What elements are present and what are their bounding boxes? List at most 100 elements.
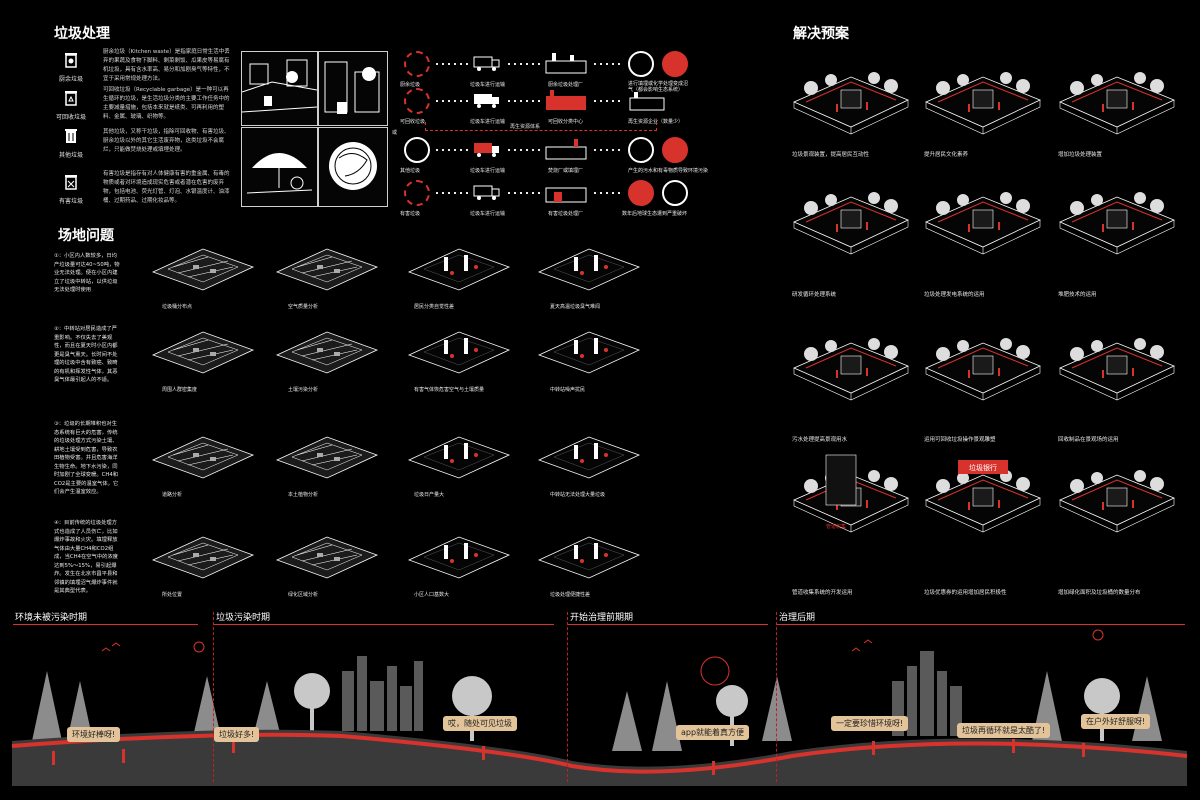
site-diagram <box>148 237 258 295</box>
flow-dots <box>506 192 540 194</box>
category-text-kitchen: 厨余垃圾（Kitchen waste）是指家庭日常生活中丢弃的果蔬及食物下脚料、… <box>103 49 230 82</box>
other-bin-icon <box>65 129 77 143</box>
site-section-title: 场地问题 <box>58 228 114 244</box>
solution-label: 提升居民文化素养 <box>924 152 969 158</box>
flow-transport-label: 垃圾车进行运输 <box>470 119 506 125</box>
timeline-panel <box>11 611 1188 786</box>
recycle-center-icon <box>546 90 586 110</box>
flow-dots <box>434 192 468 194</box>
site-diagram <box>534 525 644 583</box>
waste-section-title: 垃圾处理 <box>54 26 110 42</box>
hazard-flow-icon <box>404 180 430 206</box>
truck-icon <box>474 143 499 157</box>
site-diagram-label: 空气质量分析 <box>288 304 319 310</box>
phase-bar <box>214 624 554 625</box>
solution-label: 垃圾处理发电系统的运用 <box>924 292 985 298</box>
flow-plant-label: 有害垃圾处理厂 <box>548 211 584 217</box>
sun-icon <box>1092 629 1104 641</box>
solution-sign: 垃圾银行 <box>969 463 997 472</box>
problem-text-4: ④：目前传统的垃圾处理方式也造成了人员伤亡，比如爆炸事故和火灾。填埋释放气体由大… <box>54 520 119 594</box>
incinerator-icon <box>545 139 587 160</box>
solution-illustration <box>1052 172 1182 257</box>
site-diagram-label: 道路分析 <box>162 492 183 498</box>
phase-divider <box>567 612 568 782</box>
site-diagram-label: 有害气体恢危害空气与土壤质量 <box>414 387 485 393</box>
result-icon <box>628 51 654 77</box>
speech-bubble: 一定要珍惜环境呀! <box>831 716 909 731</box>
factory-icon <box>545 53 587 74</box>
flow-plant-label: 焚烧厂或填埋厂 <box>548 168 584 174</box>
site-diagram-label: 绿化区域分析 <box>288 592 319 598</box>
category-other: 其他垃圾 <box>56 126 86 159</box>
flow-dots <box>506 100 540 102</box>
site-diagram-label: 中转站噪声扰民 <box>550 387 586 393</box>
enterprise-icon <box>629 92 665 111</box>
speech-bubble: 哎，随处可见垃圾 <box>443 716 517 731</box>
site-diagram <box>148 425 258 483</box>
site-diagram-label: 垃圾日产量大 <box>414 492 445 498</box>
solution-label: 增加绿化面积及垃圾桶的数量分布 <box>1058 590 1141 596</box>
recycle-bin-icon <box>65 91 77 106</box>
speech-bubble: 垃圾好多! <box>214 727 260 742</box>
site-diagram-label: 垃圾桶分布点 <box>162 304 193 310</box>
flow-row-other: 其他垃圾 垃圾车进行运输 焚烧厂或填埋厂 产生的污水和有毒物质导致环境污染 <box>400 137 708 174</box>
solution-illustration <box>918 52 1048 137</box>
flow-dots <box>506 149 540 151</box>
speech-bubble: 垃圾再循环就是太酷了! <box>957 723 1051 738</box>
flow-dots <box>592 100 622 102</box>
category-recyclable: 可回收垃圾 <box>56 88 86 121</box>
site-diagram <box>404 320 514 378</box>
solution-illustration <box>918 318 1048 403</box>
site-diagram <box>272 320 382 378</box>
landscape-illustration <box>11 629 1188 786</box>
phase-bar <box>777 624 1185 625</box>
flow-transport-label: 垃圾车进行运输 <box>470 211 506 217</box>
solution-pipe-sign: 管道收集 <box>826 523 846 530</box>
flow-start-label: 可回收垃圾 <box>400 119 426 125</box>
site-diagram-label: 小区人口基数大 <box>414 592 450 598</box>
site-diagram <box>148 525 258 583</box>
solution-illustration <box>786 52 916 137</box>
flow-dots <box>592 192 622 194</box>
flow-dots <box>506 63 540 65</box>
category-text-other: 其他垃圾，又称干垃圾，指除可回收物、有害垃圾、厨余垃圾以外的其它生活废弃物，这类… <box>103 129 230 153</box>
truck-icon <box>474 94 499 108</box>
illustration-street <box>241 51 318 126</box>
site-diagram <box>148 320 258 378</box>
solution-illustration <box>1052 318 1182 403</box>
phase-bar <box>568 624 768 625</box>
category-text-recyclable: 可回收垃圾（Recyclable garbage）是一种可以再生循环的垃圾，是生… <box>103 87 230 120</box>
flow-result-label: 再生资源企业（数量少） <box>628 119 684 125</box>
truck-icon <box>473 185 500 200</box>
flow-transport-label: 垃圾车进行运输 <box>470 82 506 88</box>
sun-icon <box>193 641 205 653</box>
illustration-umbrella <box>241 127 318 207</box>
speech-bubble: 环境好棒呀! <box>67 727 121 742</box>
site-diagram-label: 居民分类自觉性差 <box>414 304 455 310</box>
flow-dots <box>434 63 468 65</box>
site-diagram-label: 土壤污染分析 <box>288 387 319 393</box>
flow-start-label: 有害垃圾 <box>400 211 421 217</box>
site-diagram-label: 周围人群密集度 <box>162 387 198 393</box>
site-diagram <box>272 237 382 295</box>
or-label: 或 <box>392 130 398 136</box>
flow-dots <box>592 149 622 151</box>
solution-illustration <box>786 318 916 403</box>
result-icon <box>628 137 654 163</box>
flow-result-label: 进行填埋或化学处理变成沼气（都会影响生态系统） <box>628 81 689 93</box>
site-diagram-label: 中转站无法处理大量垃圾 <box>550 492 606 498</box>
site-diagram <box>534 320 644 378</box>
illustration-earth <box>318 127 388 207</box>
site-diagram-label: 本土植物分析 <box>288 492 319 498</box>
flow-start-label: 其他垃圾 <box>400 168 421 174</box>
warning-icon <box>628 180 654 206</box>
site-diagram <box>272 525 382 583</box>
truck-icon <box>473 56 500 71</box>
category-hazard: 有害垃圾 <box>56 172 86 205</box>
recyclable-flow-icon <box>404 88 430 114</box>
flow-dots <box>592 63 622 65</box>
flow-dots <box>434 100 468 102</box>
phase-divider <box>213 612 214 782</box>
solution-illustration: 垃圾银行 <box>918 450 1048 535</box>
speech-bubble: app就能着真方便 <box>676 725 750 740</box>
